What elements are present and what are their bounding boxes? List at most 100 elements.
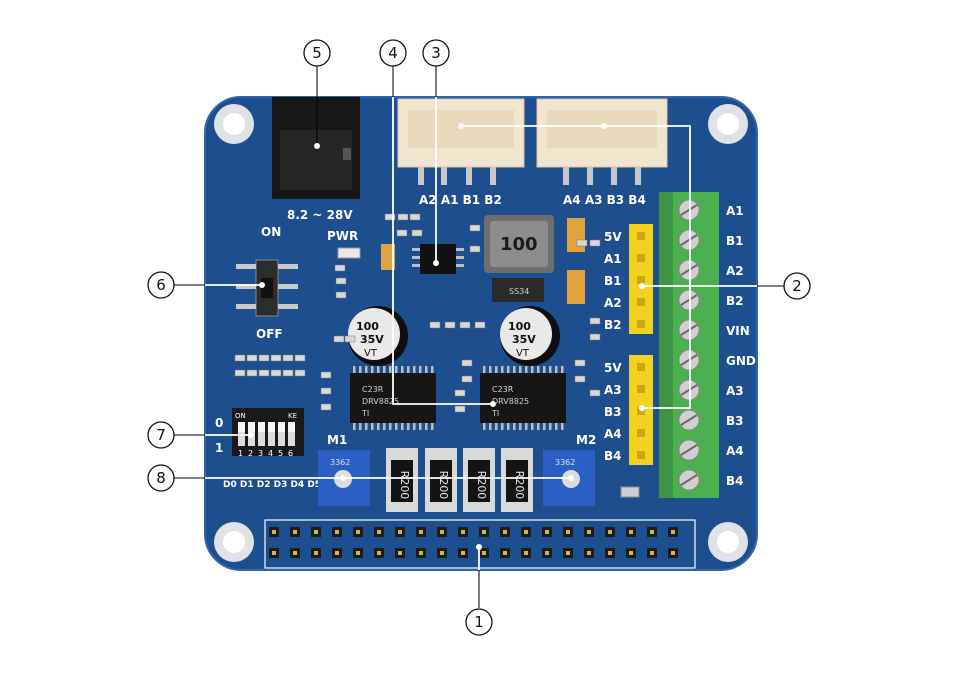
header-pin (637, 385, 645, 393)
svg-text:6: 6 (288, 449, 293, 458)
svg-text:3: 3 (431, 44, 441, 62)
smd-component (411, 229, 423, 237)
svg-text:R200: R200 (513, 471, 526, 500)
sense-resistor: R200 (463, 448, 495, 512)
smd-led (620, 486, 640, 498)
svg-text:R200: R200 (437, 471, 450, 500)
dip-toggle (238, 422, 245, 446)
header-pin (637, 298, 645, 306)
header-pin-label: B3 (604, 405, 622, 419)
svg-text:TI: TI (361, 409, 369, 418)
smd-component (454, 389, 466, 397)
dip-numbers: 1 (238, 449, 243, 458)
header-pin (637, 276, 645, 284)
terminal-label: A2 (726, 264, 744, 278)
smd-component (574, 359, 586, 367)
smd-component (320, 371, 332, 379)
header-pin (637, 232, 645, 240)
smd-component (320, 387, 332, 395)
dip-toggle (278, 422, 285, 446)
gpio-header (264, 519, 696, 569)
dip-switch (232, 408, 304, 456)
dip-toggle (258, 422, 265, 446)
terminal-label: B4 (726, 474, 744, 488)
smd-component (454, 405, 466, 413)
smd-component (344, 335, 356, 343)
dip-row-0-label: 0 (215, 416, 223, 430)
pwr-label: PWR (327, 229, 358, 243)
dip-number-labels: 2 3 4 5 6 (248, 449, 293, 458)
tantalum-cap-2 (567, 270, 585, 304)
svg-text:2: 2 (248, 449, 253, 458)
callout-7: 7 (147, 421, 175, 449)
smd-component (234, 354, 246, 362)
svg-text:7: 7 (156, 426, 166, 444)
dip-toggle (268, 422, 275, 446)
callout-3: 3 (422, 39, 450, 67)
smd-component (234, 369, 246, 377)
svg-text:3362: 3362 (330, 458, 350, 467)
callout-8: 8 (147, 464, 175, 492)
svg-text:DRV8825: DRV8825 (492, 397, 529, 406)
svg-text:100: 100 (508, 320, 531, 333)
svg-text:R200: R200 (398, 471, 411, 500)
mounting-holes (214, 104, 748, 562)
svg-text:5: 5 (312, 44, 322, 62)
header-pin (637, 451, 645, 459)
m1-label: M1 (327, 433, 347, 447)
svg-text:1: 1 (474, 613, 484, 631)
tantalum-cap-1 (567, 218, 585, 252)
smd-component (461, 375, 473, 383)
power-switch (236, 259, 298, 317)
sense-resistor: R200 (501, 448, 533, 512)
smd-component (396, 229, 408, 237)
smd-component (333, 335, 345, 343)
dip-row-1-label: 1 (215, 441, 223, 455)
smd-component (335, 291, 347, 299)
smd-component (589, 239, 601, 247)
smd-component (589, 389, 601, 397)
svg-text:8: 8 (156, 469, 166, 487)
connector-b-label: A4 A3 B3 B4 (563, 193, 646, 207)
smd-component (589, 333, 601, 341)
pwr-led (337, 247, 361, 259)
svg-text:5: 5 (278, 449, 283, 458)
svg-text:VT: VT (364, 348, 378, 359)
dip-on-label: ON (235, 412, 246, 420)
terminal-label: A3 (726, 384, 744, 398)
smd-component (270, 354, 282, 362)
smd-component (461, 359, 473, 367)
terminal-label: A4 (726, 444, 744, 458)
smd-component (429, 321, 441, 329)
svg-text:DRV8825: DRV8825 (362, 397, 399, 406)
svg-text:C23R: C23R (492, 385, 514, 394)
switch-off-label: OFF (256, 327, 283, 341)
smd-component (397, 213, 409, 221)
svg-text:4: 4 (388, 44, 398, 62)
smd-component (574, 375, 586, 383)
header-pin (637, 363, 645, 371)
smd-component (282, 354, 294, 362)
header-pin (637, 407, 645, 415)
header-pin (637, 254, 645, 262)
callout-5: 5 (303, 39, 331, 67)
header-pin (637, 429, 645, 437)
svg-text:35V: 35V (360, 333, 384, 346)
dip-address-label: D0 D1 D2 D3 D4 D5 (223, 480, 321, 490)
callout-lines (174, 64, 785, 608)
svg-text:3362: 3362 (555, 458, 575, 467)
header-pin-label: B4 (604, 449, 622, 463)
electrolytic-cap-1: 100 35V VT (348, 306, 408, 366)
inductor (484, 215, 554, 273)
inductor-label: 100 (500, 234, 538, 255)
svg-text:100: 100 (356, 320, 379, 333)
terminal-label: B3 (726, 414, 744, 428)
smd-component (474, 321, 486, 329)
svg-text:35V: 35V (512, 333, 536, 346)
smd-component (258, 354, 270, 362)
header-pin-label: A4 (604, 427, 622, 441)
driver-chip-2: C23R DRV8825 TI (480, 373, 566, 423)
smd-component (589, 317, 601, 325)
header-pin-label: A3 (604, 383, 622, 397)
